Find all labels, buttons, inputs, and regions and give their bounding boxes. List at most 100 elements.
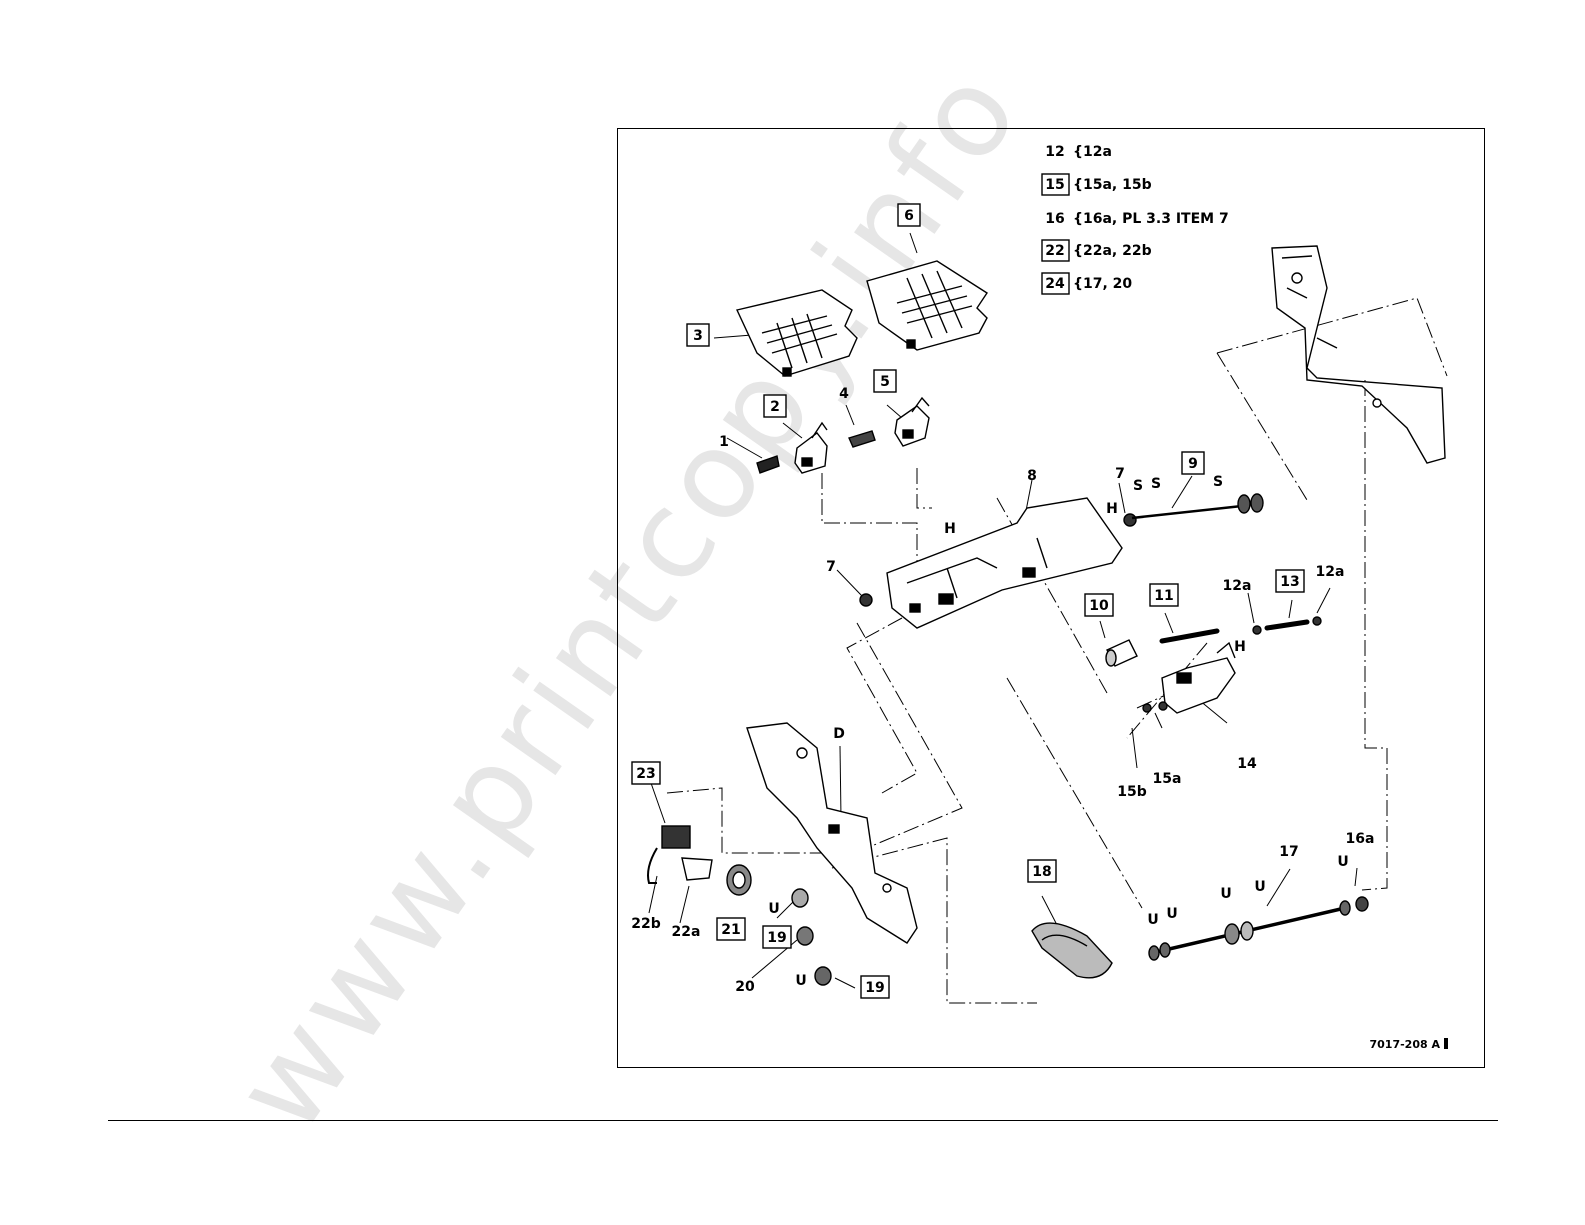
callout-label: 1 — [719, 434, 729, 450]
legend-value: {17, 20 — [1073, 276, 1132, 292]
callout-label: U — [1220, 886, 1231, 902]
callout-u: U — [1166, 906, 1177, 922]
callout-label: 16a — [1346, 831, 1375, 847]
callout-label: 15a — [1153, 771, 1182, 787]
leader-16a — [1355, 868, 1357, 886]
callout-label: U — [1147, 912, 1158, 928]
callout-14: 14 — [1237, 756, 1257, 772]
leader-13 — [1289, 600, 1292, 618]
callout-h: H — [1106, 501, 1118, 517]
callout-label: 13 — [1280, 574, 1299, 590]
callout-label: 6 — [904, 208, 914, 224]
part-3-tray — [737, 290, 857, 376]
callout-label: 11 — [1154, 588, 1173, 604]
callout-9: 9 — [1182, 452, 1204, 474]
callout-label: H — [1234, 639, 1246, 655]
callout-2: 2 — [764, 395, 786, 417]
callout-10: 10 — [1085, 594, 1113, 616]
leader-19b — [835, 978, 855, 988]
ref-line-tray-right — [1217, 298, 1447, 376]
ref-line-frame-left — [857, 623, 962, 848]
callout-7: 7 — [1115, 466, 1125, 482]
leader-17 — [1267, 869, 1290, 906]
callout-21: 21 — [717, 918, 745, 940]
callout-16a: 16a — [1346, 831, 1375, 847]
callout-label: U — [1166, 906, 1177, 922]
callout-15a: 15a — [1153, 771, 1182, 787]
callout-label: 19 — [865, 980, 884, 996]
legend-row-24: 24{17, 20 — [1042, 273, 1132, 294]
legend-row-12: 12{12a — [1045, 144, 1112, 160]
legend: 12{12a 15{15a, 15b 16 {16a, PL 3.3 ITEM 7 22… — [1042, 144, 1229, 294]
callout-u: U — [1337, 854, 1348, 870]
callout-label: 22a — [672, 924, 701, 940]
callout-h: H — [944, 521, 956, 537]
callout-label: 15b — [1117, 784, 1147, 800]
callout-15b: 15b — [1117, 784, 1147, 800]
leader-1 — [727, 438, 762, 458]
callout-label: U — [1337, 854, 1348, 870]
leader-22b — [649, 876, 657, 913]
callout-13: 13 — [1276, 570, 1304, 592]
callout-12a: 12a — [1223, 578, 1252, 594]
part-4-pad — [849, 431, 875, 447]
callout-6: 6 — [898, 204, 920, 226]
callout-18: 18 — [1028, 860, 1056, 882]
callout-h: H — [1234, 639, 1246, 655]
leader-3 — [714, 335, 752, 338]
callout-3: 3 — [687, 324, 709, 346]
legend-key: 12 — [1045, 144, 1064, 160]
callout-label: D — [833, 726, 845, 742]
callout-s: S — [1133, 478, 1143, 494]
part-23-solenoid — [648, 826, 712, 883]
part-6-tray — [867, 261, 987, 350]
leader-5 — [887, 405, 902, 418]
part-13-shaft — [1253, 617, 1321, 634]
part-11-shaft — [1162, 631, 1217, 641]
part-7-bushing-right — [1124, 514, 1136, 526]
figure-id-mark — [1444, 1038, 1448, 1049]
callout-label: 2 — [770, 399, 780, 415]
part-1-lever — [757, 456, 779, 473]
part-10-roller — [1106, 640, 1137, 666]
callout-5: 5 — [874, 370, 896, 392]
callout-label: 23 — [636, 766, 655, 782]
callout-22b: 22b — [631, 916, 661, 932]
callout-label: S — [1151, 476, 1161, 492]
leader-7b — [1119, 483, 1125, 513]
leader-4 — [846, 405, 854, 425]
legend-value: {16a, PL 3.3 ITEM 7 — [1073, 211, 1229, 227]
callout-label: 12a — [1223, 578, 1252, 594]
callout-u: U — [1254, 879, 1265, 895]
part-2-bracket — [795, 423, 827, 473]
callout-u: U — [768, 901, 779, 917]
legend-row-15: 15{15a, 15b — [1042, 174, 1152, 195]
callout-label: U — [795, 973, 806, 989]
legend-value: {22a, 22b — [1073, 243, 1152, 259]
part-5-bracket — [895, 398, 929, 446]
callout-label: 10 — [1089, 598, 1109, 614]
part-19-gear-a — [792, 889, 808, 907]
leader-15b — [1132, 728, 1137, 768]
ref-line-shaft — [1217, 353, 1307, 500]
legend-key: 16 — [1045, 211, 1064, 227]
leader-10 — [1100, 621, 1105, 638]
callout-label: 3 — [693, 328, 703, 344]
leader-12a2 — [1317, 588, 1330, 613]
callout-u: U — [1147, 912, 1158, 928]
leader-12a1 — [1248, 593, 1254, 623]
callout-11: 11 — [1150, 584, 1178, 606]
callout-s: S — [1151, 476, 1161, 492]
part-7-bushing-left — [860, 594, 872, 606]
leader-11 — [1165, 613, 1173, 633]
callout-label: S — [1213, 474, 1223, 490]
callout-label: 7 — [826, 559, 836, 575]
callout-label: 18 — [1032, 864, 1051, 880]
callout-label: U — [768, 901, 779, 917]
legend-row-22: 22{22a, 22b — [1042, 240, 1152, 261]
leader-D — [840, 746, 841, 818]
legend-row-16: 16 {16a, PL 3.3 ITEM 7 — [1045, 211, 1228, 227]
callout-d: D — [833, 726, 845, 742]
callout-1: 1 — [719, 434, 729, 450]
ref-line-left-low — [847, 618, 917, 793]
